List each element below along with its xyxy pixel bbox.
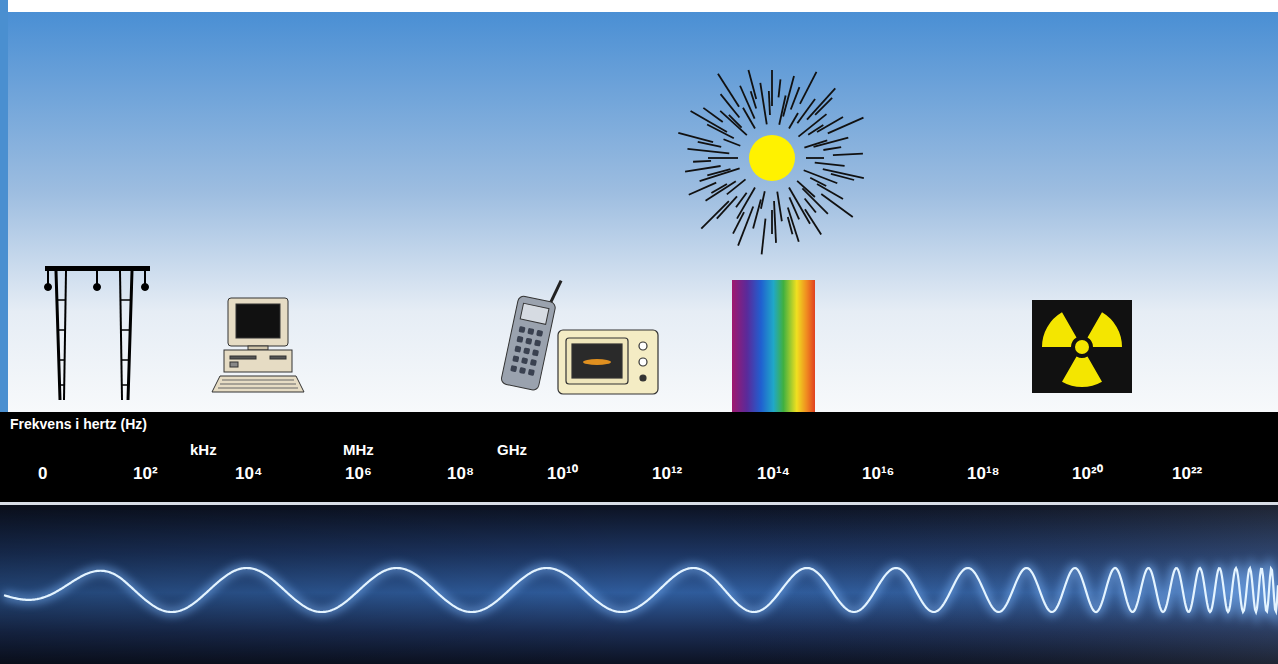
frequency-tick: 10⁶ xyxy=(345,465,372,484)
frequency-tick: 10¹² xyxy=(652,465,682,484)
sine-wave xyxy=(4,568,1278,612)
frequency-tick: 10¹⁴ xyxy=(757,465,790,484)
frequency-tick: 10²⁰ xyxy=(1072,465,1103,484)
divider-line xyxy=(0,502,1278,505)
unit-label: kHz xyxy=(190,442,217,459)
scale-band xyxy=(0,412,1278,502)
unit-label: MHz xyxy=(343,442,374,459)
visible-light-spectrum xyxy=(732,280,815,412)
frequency-tick: 10¹⁰ xyxy=(547,465,578,484)
side-bar xyxy=(0,0,8,412)
frequency-tick: 10² xyxy=(133,465,158,484)
microwave-icon xyxy=(558,330,658,394)
frequency-tick: 10¹⁶ xyxy=(862,465,894,484)
unit-label: GHz xyxy=(497,442,527,459)
frequency-tick: 10¹⁸ xyxy=(967,465,1000,484)
wave-shade xyxy=(0,505,1278,664)
computer-icon xyxy=(212,298,304,392)
wave-ground xyxy=(0,505,1278,664)
frequency-tick: 10⁸ xyxy=(447,465,474,484)
frequency-tick: 10⁴ xyxy=(235,465,262,484)
frequency-tick: 0 xyxy=(38,465,47,484)
radiation-symbol xyxy=(1032,300,1132,393)
sky-ground xyxy=(8,12,1278,412)
axis-title: Frekvens i hertz (Hz) xyxy=(10,417,147,432)
frequency-tick: 10²² xyxy=(1172,465,1202,484)
sun-icon xyxy=(678,70,864,254)
power-pylon xyxy=(45,266,151,400)
mobile-phone-icon xyxy=(500,273,561,391)
